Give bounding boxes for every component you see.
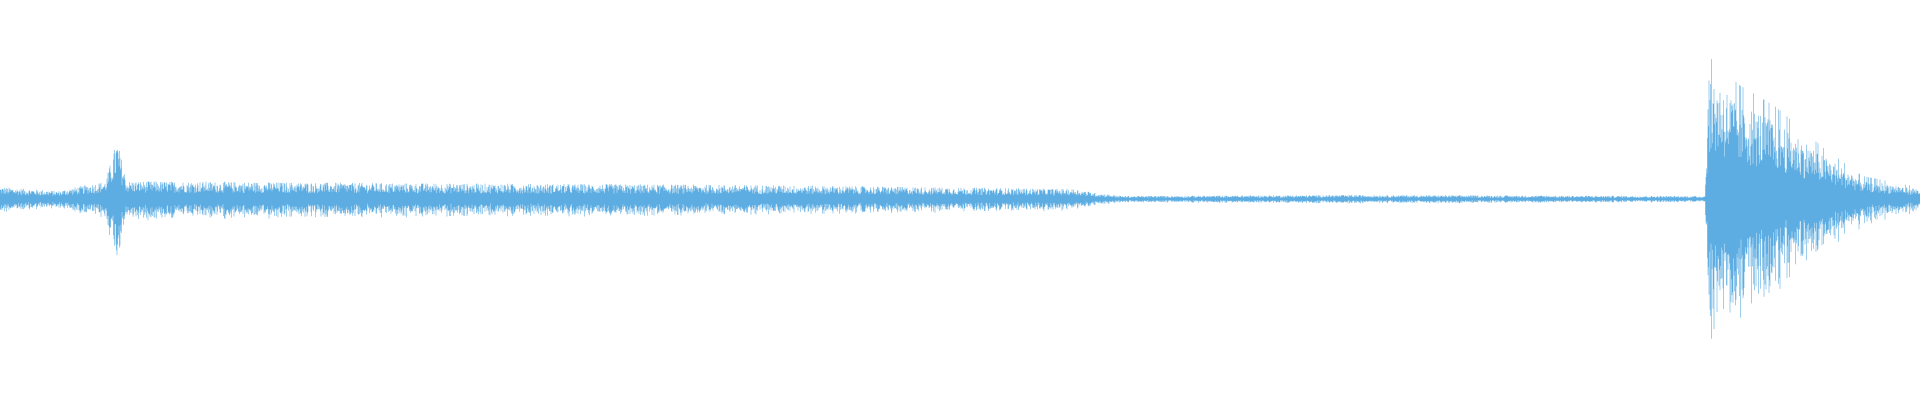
waveform-path: [0, 59, 1920, 339]
